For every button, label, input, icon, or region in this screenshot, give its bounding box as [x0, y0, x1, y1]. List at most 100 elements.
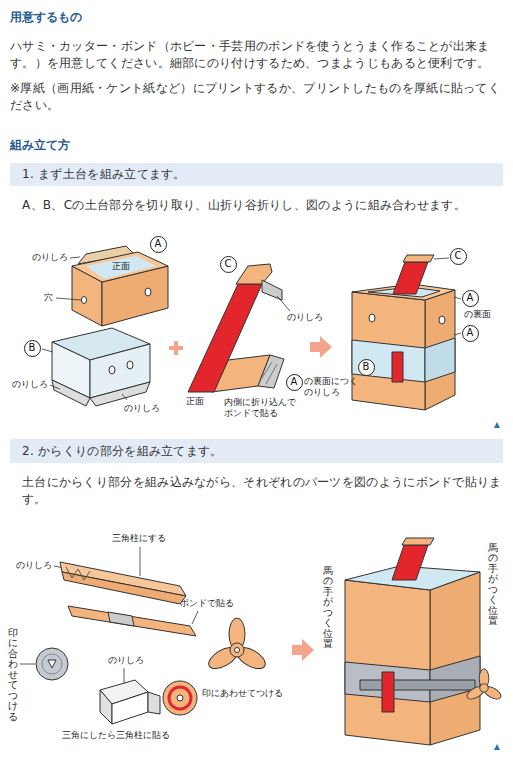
- part-label: 内側に折り込んで ボンドで貼る: [224, 397, 296, 419]
- crank-handle: [205, 618, 268, 673]
- part-label: 三角柱にする: [112, 533, 166, 544]
- assembled-base-part: [403, 255, 434, 262]
- part-c-stand-part: [236, 264, 272, 284]
- plus-sign-part: [174, 341, 178, 355]
- part-a-box-part: [145, 288, 151, 296]
- part-c-stand-part: [258, 355, 284, 388]
- part-letter: A: [150, 236, 167, 253]
- assembled-base-part: [352, 292, 425, 410]
- assembled-mechanism-part: [360, 680, 475, 690]
- axle-stick-part: [108, 612, 134, 626]
- body-text: A、B、Cの土台部分を切り取り、山折り谷折りし、図のように組み合わせます。: [22, 197, 503, 214]
- small-folded-piece: [100, 680, 160, 724]
- node-text: 2. からくりの部分を組み立てます。: [22, 443, 223, 460]
- axle-stick-part: [68, 606, 196, 636]
- leader-line-part: [50, 385, 60, 389]
- part-letter: B: [358, 359, 375, 376]
- axle-stick: [68, 606, 196, 636]
- crank-handle-part: [230, 643, 244, 657]
- tan-disc-part: [163, 681, 197, 715]
- grey-disc-part: [42, 654, 62, 674]
- step-arrow: [310, 336, 332, 358]
- crank-handle-part: [205, 643, 241, 673]
- crank-handle-part: [233, 643, 269, 673]
- assembled-mechanism-part: [345, 580, 430, 745]
- section-heading: 組み立て方: [10, 137, 70, 153]
- grey-disc-part: [48, 660, 56, 668]
- vertical-label: 印に合わせてつける: [8, 628, 18, 722]
- assembled-base-part: [392, 352, 403, 382]
- small-folded-piece-part: [100, 690, 112, 724]
- leader-line-part: [140, 547, 141, 576]
- step-arrow: [292, 639, 314, 661]
- node-text: A: [467, 293, 474, 303]
- body-text: ハサミ・カッター・ボンド（ホビー・手芸用のボンドを使うとうまく作ることが出来ます…: [10, 38, 504, 72]
- triangle-prism: [60, 562, 186, 604]
- part-label: 印にあわせてつける: [202, 688, 283, 699]
- assembled-base-part: [369, 314, 375, 322]
- part-c-stand-part: [262, 280, 282, 300]
- assembled-base: [352, 255, 455, 410]
- part-letter: A: [286, 374, 303, 391]
- back-to-top-mark-part: [494, 422, 500, 428]
- crank-handle-part: [235, 648, 240, 653]
- part-letter: C: [220, 256, 237, 273]
- crank-handle-part: [480, 684, 488, 692]
- part-b-box-part: [127, 361, 133, 369]
- node-text: C: [455, 251, 462, 261]
- small-folded-piece-part: [112, 692, 148, 724]
- leader-line-part: [20, 664, 35, 665]
- part-b-box-part: [52, 380, 90, 406]
- step-arrow-part: [292, 639, 314, 661]
- node-text: 1. まず土台を組み立てます。: [22, 166, 186, 183]
- step-band: 2. からくりの部分を組み立てます。: [10, 439, 503, 463]
- node-text: C: [225, 259, 232, 269]
- triangle-prism-part: [62, 572, 186, 604]
- leader-line-part: [454, 333, 461, 335]
- part-label: ボンドで貼る: [180, 598, 234, 609]
- leader-line-part: [434, 258, 449, 259]
- part-label: の裏面につく のりしろ: [304, 376, 358, 398]
- assembled-base-part: [352, 340, 425, 382]
- section-heading: 用意するもの: [10, 9, 82, 25]
- node-text: B: [29, 343, 36, 353]
- part-label: 穴: [44, 292, 53, 303]
- part-label: のりしろ: [12, 379, 48, 390]
- assembled-mechanism-part: [402, 538, 434, 545]
- body-text: ※厚紙（画用紙・ケント紙など）にプリントするか、プリントしたものを厚紙に貼ってく…: [10, 80, 504, 114]
- part-c-stand-part: [266, 364, 277, 384]
- back-to-top-mark-part: [494, 744, 500, 750]
- leader-line-part: [70, 257, 80, 258]
- step-band: 1. まず土台を組み立てます。: [10, 163, 503, 186]
- node-text: A: [467, 328, 474, 338]
- leader-line-part: [56, 298, 81, 300]
- grey-disc: [36, 648, 68, 680]
- assembled-mechanism: [345, 538, 480, 745]
- part-label: のりしろ: [108, 655, 144, 666]
- step-arrow-part: [310, 336, 332, 358]
- part-c-stand: [188, 264, 284, 392]
- vertical-label: 馬の手がつく位置: [488, 543, 498, 627]
- leader-line-part: [122, 394, 127, 400]
- tan-disc-part: [169, 687, 191, 709]
- tan-disc: [163, 681, 197, 715]
- part-label: のりしろ: [32, 252, 68, 263]
- part-b-box-part: [109, 366, 115, 374]
- part-label: のりしろ: [287, 312, 323, 323]
- part-letter: C: [450, 248, 467, 265]
- leader-line-part: [192, 611, 198, 624]
- body-text: 土台にからくり部分を組み込みながら、それぞれのパーツを図のようにボンドで貼ります…: [22, 474, 503, 508]
- node-text: A: [155, 239, 162, 249]
- part-b-box: [52, 328, 150, 406]
- vertical-label: 馬の手がつく位置: [323, 566, 333, 650]
- node-text: B: [363, 362, 370, 372]
- part-a-box: [72, 246, 168, 326]
- node-text: A: [291, 377, 298, 387]
- part-letter: A: [462, 290, 479, 307]
- leader-line-part: [277, 296, 290, 311]
- part-b-box-part: [90, 382, 150, 406]
- assembled-mechanism-part: [392, 545, 428, 580]
- assembled-mechanism-part: [430, 572, 480, 745]
- triangle-prism-part: [66, 567, 90, 580]
